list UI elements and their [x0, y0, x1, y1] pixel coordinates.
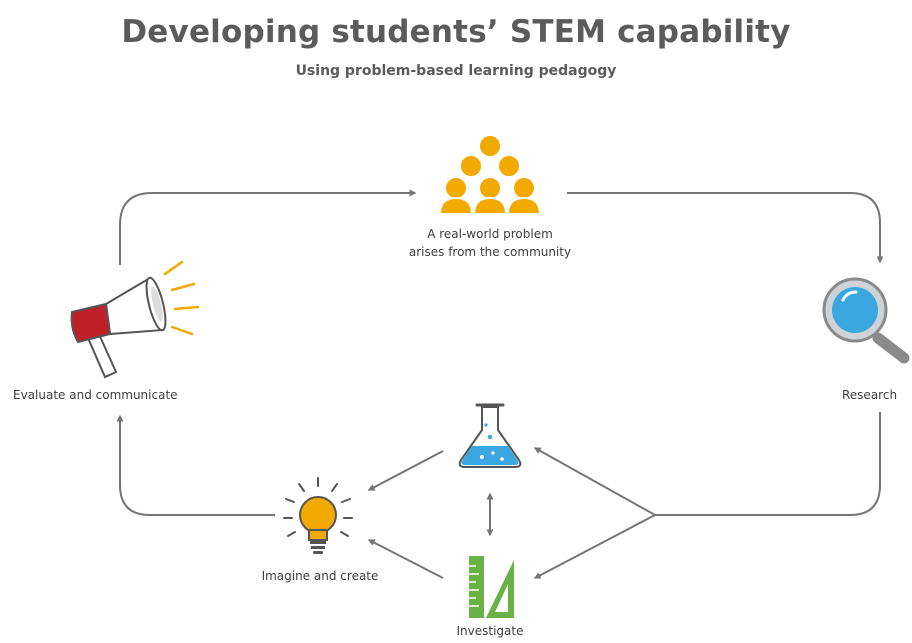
magnifying-glass-icon [822, 277, 910, 364]
arrow-branch-to-ruler [533, 514, 656, 579]
evaluate-label: Evaluate and communicate [13, 388, 178, 402]
arrow-ruler-to-bulb [367, 539, 444, 579]
lightbulb-icon [283, 477, 353, 554]
ruler-set-square-icon [469, 556, 514, 618]
arrow-problem-to-research [567, 192, 884, 264]
arrow-bulb-to-evaluate [116, 414, 275, 516]
arrow-flask-to-bulb [367, 450, 444, 491]
page-subtitle: Using problem-based learning pedagogy [295, 63, 617, 79]
research-label: Research [842, 388, 898, 402]
arrow-evaluate-to-problem [119, 189, 417, 265]
page-title: Developing students’ STEM capability [121, 14, 791, 50]
megaphone-icon [70, 260, 200, 379]
arrow-research-down [655, 412, 881, 516]
problem-label-line1: A real-world problem [427, 227, 553, 241]
investigate-label: Investigate [456, 624, 524, 638]
arrow-branch-to-flask [533, 447, 656, 516]
people-group-icon [438, 134, 542, 215]
problem-label-line2: arises from the community [408, 245, 572, 259]
flask-icon [458, 403, 522, 468]
imagine-label: Imagine and create [261, 569, 379, 583]
